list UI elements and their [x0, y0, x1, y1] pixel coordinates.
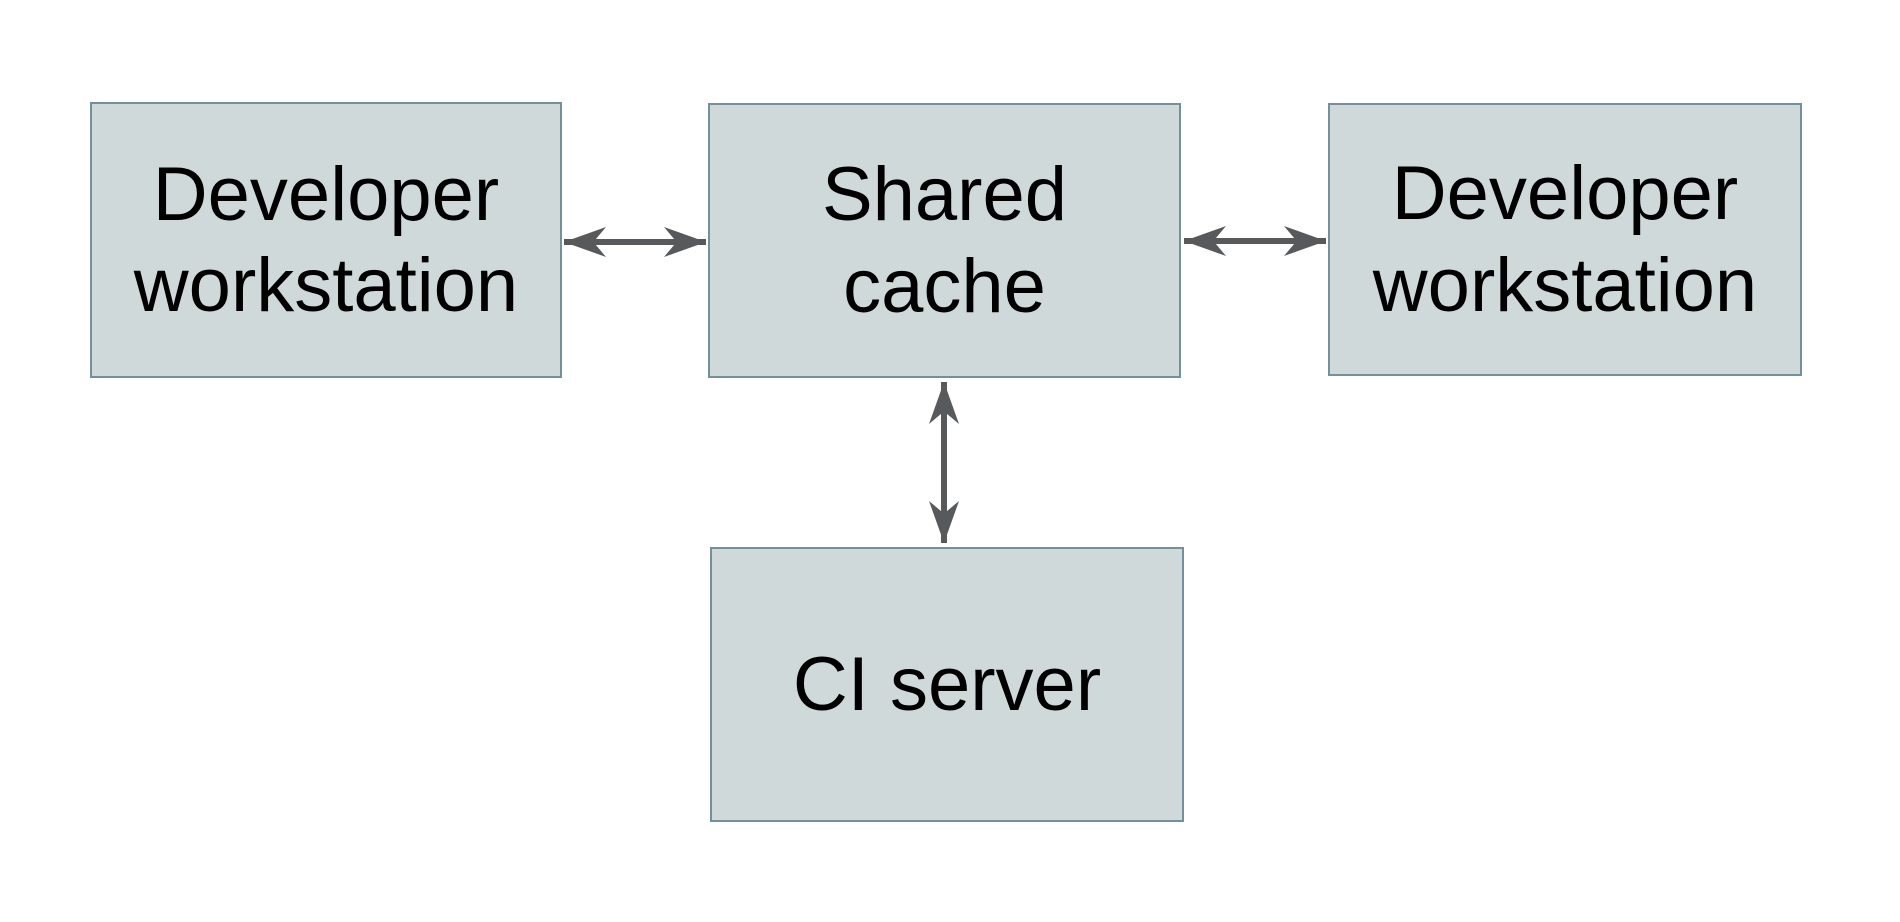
node-label-line1: Shared: [821, 152, 1068, 238]
node-developer-workstation-left: Developer workstation: [90, 102, 562, 378]
node-label: Developer workstation: [134, 149, 518, 331]
node-label-line1: Developer: [152, 151, 500, 237]
node-label-line1: Developer: [1391, 151, 1739, 237]
node-label: CI server: [793, 639, 1101, 730]
node-label: Developer workstation: [1373, 148, 1757, 330]
node-shared-cache: Shared cache: [708, 103, 1181, 378]
node-label-line2: cache: [843, 243, 1046, 329]
node-label-line1: CI server: [792, 641, 1102, 727]
node-ci-server: CI server: [710, 547, 1184, 822]
node-developer-workstation-right: Developer workstation: [1328, 103, 1802, 376]
node-label: Shared cache: [822, 149, 1067, 331]
node-label-line2: workstation: [133, 243, 519, 328]
node-label-line2: workstation: [1372, 242, 1758, 328]
